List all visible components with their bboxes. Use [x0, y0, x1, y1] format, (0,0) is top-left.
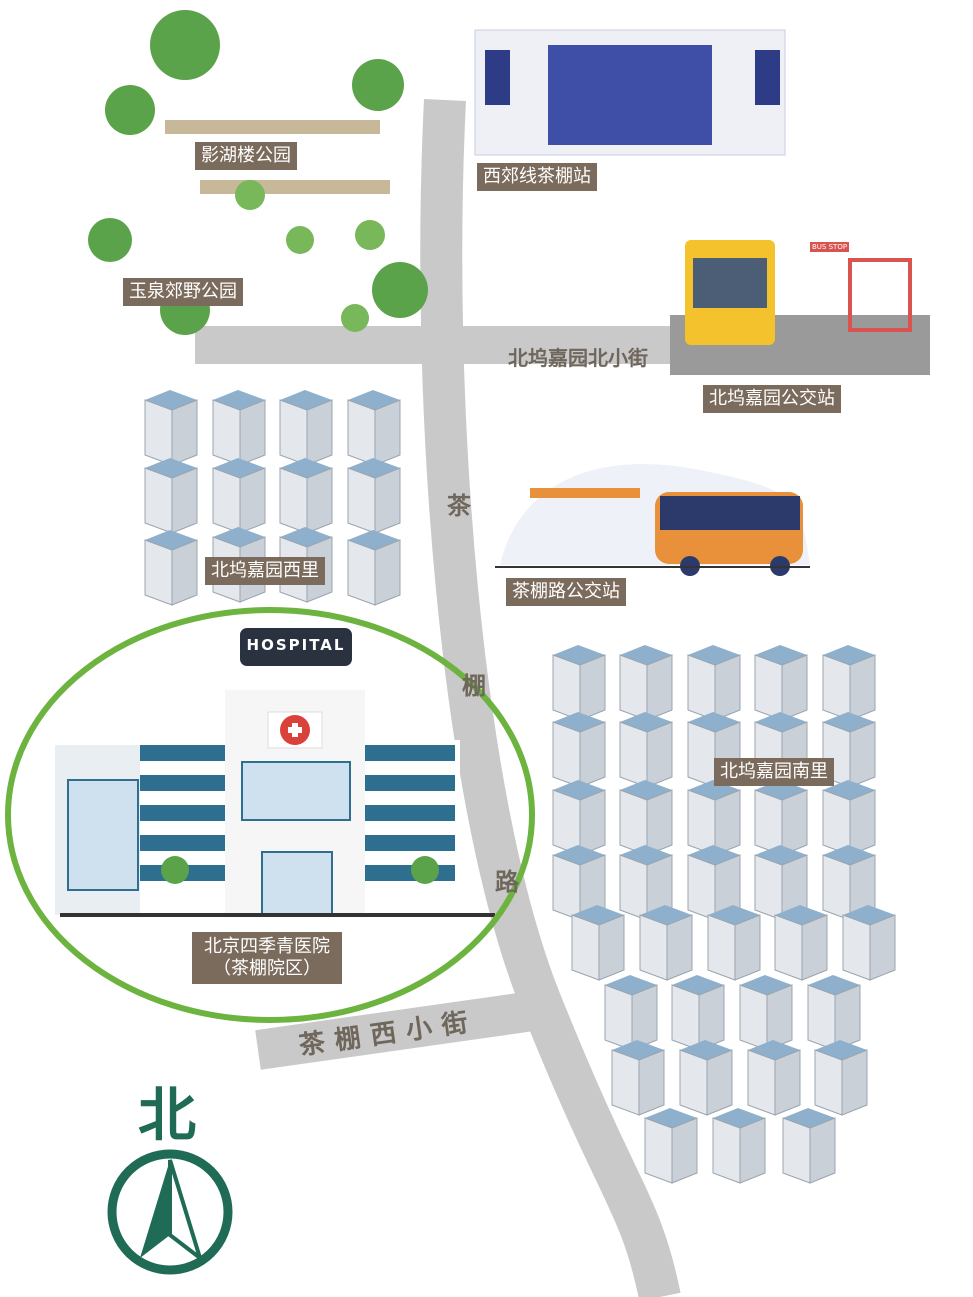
road-main-char-2: 棚 [462, 672, 486, 700]
building-icon [679, 1040, 733, 1116]
building-icon [619, 712, 673, 788]
building-icon [754, 645, 808, 721]
building-icon [671, 975, 725, 1051]
building-icon [347, 458, 401, 534]
building-icon [687, 845, 741, 921]
building-icon [619, 645, 673, 721]
north-label: 北 [138, 1081, 197, 1149]
building-icon [212, 458, 266, 534]
building-icon [212, 390, 266, 466]
building-icon [552, 845, 606, 921]
building-icon [782, 1108, 836, 1184]
building-icon [644, 1108, 698, 1184]
bus-stop-sign: BUS STOP [810, 242, 850, 252]
building-icon [707, 905, 761, 981]
hospital-name: 北京四季青医院 [204, 936, 330, 957]
building-icon [774, 905, 828, 981]
building-icon [687, 780, 741, 856]
building-icon [279, 390, 333, 466]
building-icon [347, 390, 401, 466]
building-icon [279, 458, 333, 534]
road-main-char-3: 路 [495, 868, 519, 896]
road-north-street: 北坞嘉园北小街 [508, 346, 648, 370]
label-subway-station: 西郊线茶棚站 [477, 163, 597, 191]
building-icon [842, 905, 896, 981]
building-icon [822, 845, 876, 921]
hospital-illustration [55, 628, 495, 917]
building-icon [747, 1040, 801, 1116]
building-icon [611, 1040, 665, 1116]
label-res-west: 北坞嘉园西里 [205, 557, 325, 585]
building-icon [552, 645, 606, 721]
building-icon [754, 780, 808, 856]
west-street-road [255, 990, 543, 1070]
building-icon [144, 390, 198, 466]
road-main-char-1: 茶 [447, 492, 471, 520]
building-icon [807, 975, 861, 1051]
building-icon [822, 780, 876, 856]
bus-station-chapeng-illustration [495, 464, 810, 576]
north-compass-icon [107, 1149, 233, 1275]
building-icon [552, 712, 606, 788]
building-icon [814, 1040, 868, 1116]
bus-station-north-illustration [670, 240, 930, 375]
building-icon [619, 780, 673, 856]
label-yuquan-park: 玉泉郊野公园 [123, 278, 243, 306]
building-icon [552, 780, 606, 856]
subway-illustration [474, 29, 786, 156]
building-icon [619, 845, 673, 921]
hospital-campus: （茶棚院区） [213, 958, 321, 979]
building-icon [144, 530, 198, 606]
label-hospital: 北京四季青医院 （茶棚院区） [192, 932, 342, 984]
building-icon [604, 975, 658, 1051]
hospital-sign: HOSPITAL [246, 636, 346, 654]
label-res-south: 北坞嘉园南里 [714, 758, 834, 786]
building-icon [571, 905, 625, 981]
building-icon [739, 975, 793, 1051]
building-icon [822, 645, 876, 721]
label-bus-chapeng: 茶棚路公交站 [506, 578, 626, 606]
label-bus-north: 北坞嘉园公交站 [703, 385, 841, 413]
building-icon [144, 458, 198, 534]
building-icon [639, 905, 693, 981]
hospital-highlight-ring [5, 607, 535, 1023]
building-icon [687, 645, 741, 721]
building-icon [347, 530, 401, 606]
label-yinghu-park: 影湖楼公园 [195, 142, 297, 170]
building-icon [712, 1108, 766, 1184]
residential-buildings [144, 390, 896, 1184]
